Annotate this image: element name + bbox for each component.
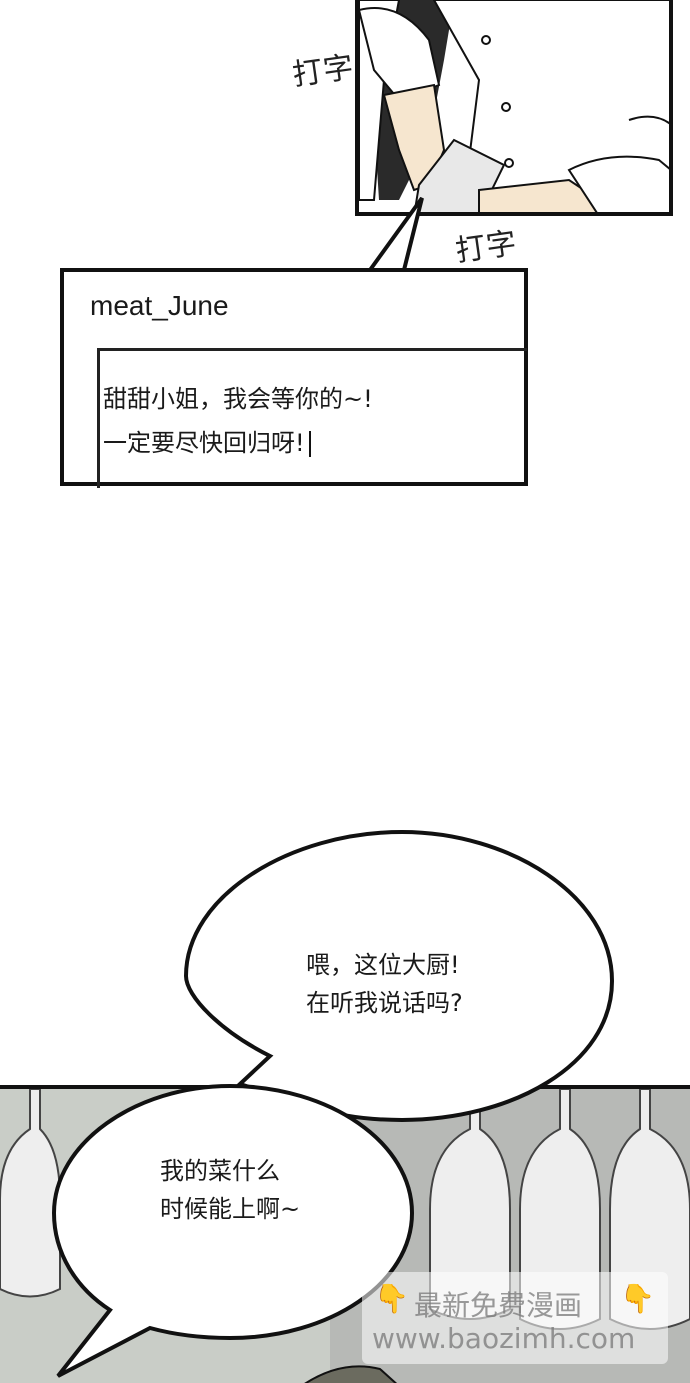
message-line-1: 甜甜小姐，我会等你的~!: [103, 385, 373, 413]
bubble-top-line-1: 喂，这位大厨!: [306, 951, 460, 979]
site-watermark: 👇 最新免费漫画 👇 www.baozimh.com: [362, 1272, 668, 1364]
pointing-down-hand-icon: 👇: [374, 1282, 409, 1315]
message-line-2: 一定要尽快回归呀!: [103, 423, 311, 458]
message-line-2-text: 一定要尽快回归呀!: [103, 429, 305, 457]
message-box-tail: [368, 196, 424, 272]
speech-bubble-bottom: [51, 1083, 415, 1378]
chef-typing-illustration: [359, 0, 669, 212]
message-text-input[interactable]: 甜甜小姐，我会等你的~! 一定要尽快回归呀!: [97, 348, 527, 488]
pointing-down-hand-icon: 👇: [620, 1282, 655, 1315]
sfx-typing-top: 打字: [290, 49, 357, 94]
watermark-title: 最新免费漫画: [414, 1289, 583, 1322]
bubble-top-line-2: 在听我说话吗?: [306, 989, 463, 1017]
bubble-bottom-line-2: 时候能上啊~: [160, 1195, 301, 1223]
comic-panel-top: [355, 0, 673, 216]
message-username: meat_June: [90, 290, 229, 321]
message-compose-box: meat_June 甜甜小姐，我会等你的~! 一定要尽快回归呀!: [60, 268, 528, 488]
speech-bubble-top: [183, 829, 615, 1123]
bubble-bottom-line-1: 我的菜什么: [160, 1157, 280, 1185]
sfx-typing-bottom: 打字: [453, 225, 520, 270]
watermark-url: www.baozimh.com: [372, 1322, 636, 1355]
text-caret: [308, 431, 311, 457]
